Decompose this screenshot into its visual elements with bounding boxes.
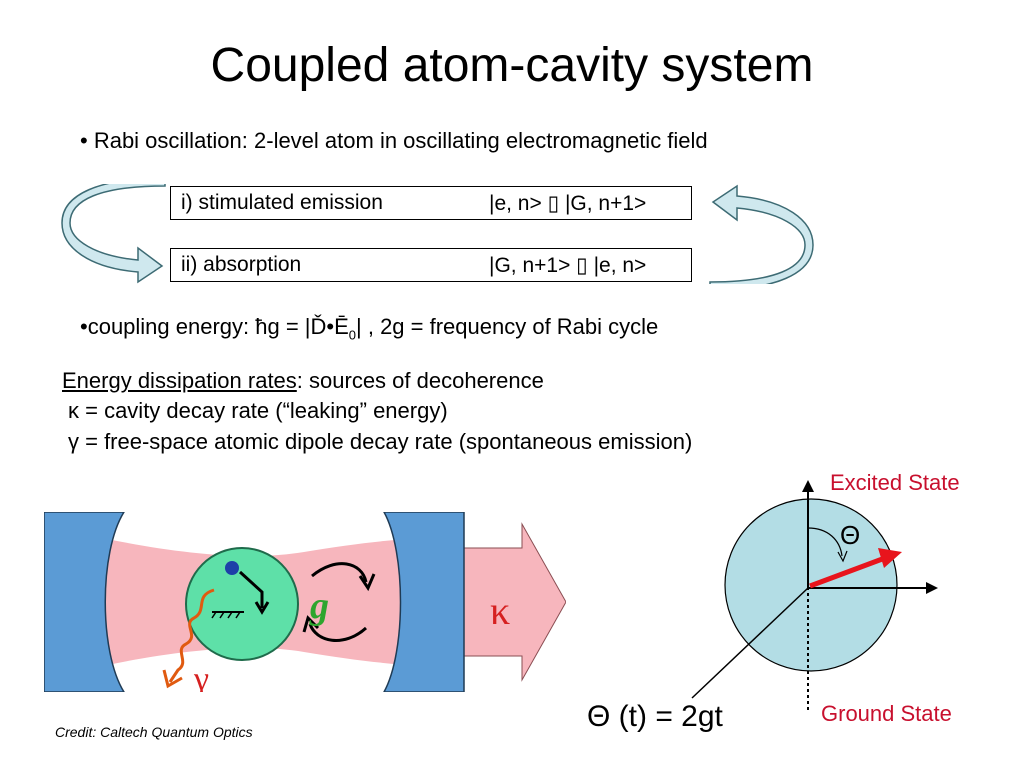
- excited-state-label: Excited State: [830, 470, 960, 495]
- atom: [185, 547, 299, 661]
- left-mirror: [44, 512, 125, 692]
- slide-title: Coupled atom-cavity system: [210, 39, 814, 92]
- absorption-box: ii) absorption |G, n+1> ▯ |e, n>: [170, 248, 692, 282]
- right-mirror: [383, 512, 465, 692]
- g-cycle-top-arrow: [311, 562, 368, 583]
- left-cycle-arrow-icon: [61, 184, 166, 284]
- dissipation-heading-suffix: : sources of decoherence: [296, 368, 544, 393]
- dissipation-heading-line: Energy dissipation rates: sources of dec…: [62, 368, 544, 394]
- coupling-subscript: 0: [348, 327, 357, 343]
- output-arrow: [463, 522, 566, 682]
- absorption-formula: |G, n+1> ▯ |e, n>: [489, 254, 647, 277]
- stimulated-emission-box: i) stimulated emission |e, n> ▯ |G, n+1>: [170, 186, 692, 220]
- dissipation-heading: Energy dissipation rates: [62, 368, 297, 393]
- state-vector: [809, 555, 886, 589]
- coupling-suffix: | , 2g = frequency of Rabi cycle: [356, 314, 659, 339]
- gamma-label: γ: [193, 661, 209, 692]
- bloch-sphere-diagram: [691, 480, 938, 710]
- electron: [225, 561, 239, 575]
- kappa-definition: κ = cavity decay rate (“leaking” energy): [68, 398, 448, 423]
- ground-state-label: Ground State: [821, 701, 952, 726]
- kappa-label: κ: [490, 588, 510, 633]
- cavity-diagram: g κ γ: [44, 512, 566, 692]
- g-label: g: [309, 585, 329, 627]
- gamma-definition: γ = free-space atomic dipole decay rate …: [68, 429, 693, 454]
- rabi-angle-equation: Θ (t) = 2gt: [587, 700, 723, 733]
- absorption-label: ii) absorption: [181, 253, 302, 276]
- diagonal-axis: [691, 587, 809, 699]
- emission-formula: |e, n> ▯ |G, n+1>: [489, 192, 647, 215]
- rabi-bullet: • Rabi oscillation: 2-level atom in osci…: [80, 128, 708, 153]
- coupling-prefix: •coupling energy: ħg = |Ď•Ē: [80, 314, 349, 339]
- coupling-energy-line: •coupling energy: ħg = |Ď•Ē0| , 2g = fre…: [80, 314, 658, 342]
- g-cycle-bottom-arrow: [308, 623, 368, 642]
- right-cycle-arrow-icon: [709, 184, 814, 284]
- spontaneous-emission-wave: [168, 588, 215, 683]
- emission-label: i) stimulated emission: [181, 191, 383, 214]
- credit-text: Credit: Caltech Quantum Optics: [55, 724, 253, 740]
- theta-label: Θ: [840, 520, 861, 550]
